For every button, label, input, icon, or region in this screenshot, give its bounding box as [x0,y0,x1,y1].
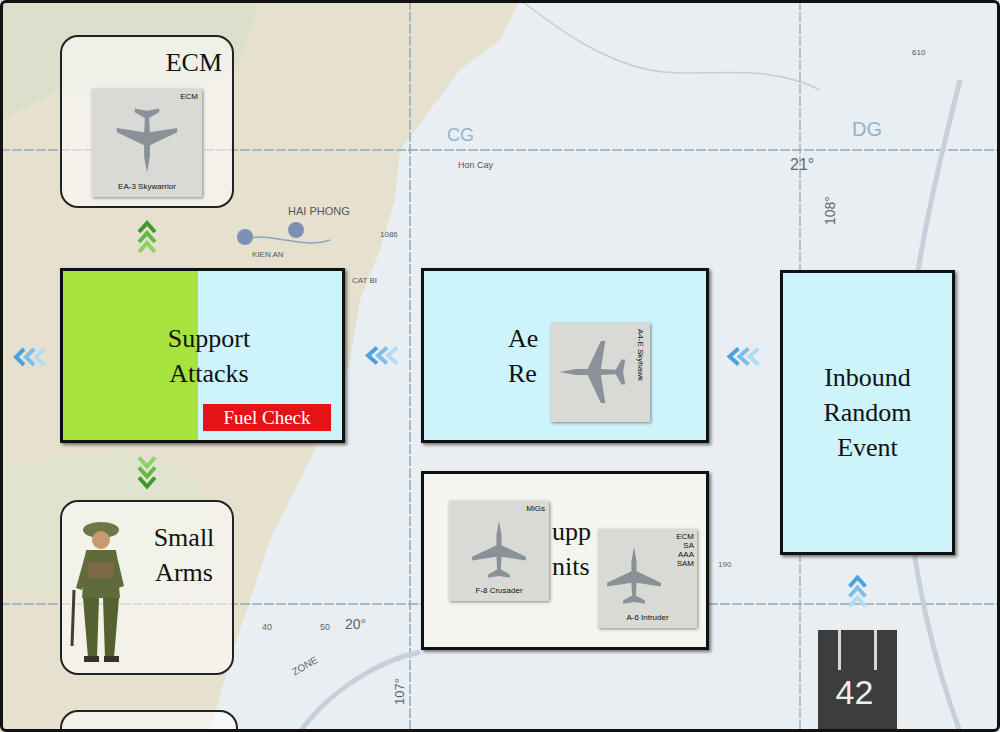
box-title: upp nits [552,514,598,584]
aircraft-picture [467,515,531,583]
marker-tile: 42 [818,630,897,732]
map-label: Hon Cay [458,160,493,170]
map-label: KIEN AN [252,250,284,259]
aircraft-card: ECM EA-3 Skywarrior [92,89,202,197]
map-label: CAT BI [352,276,377,285]
aircraft-card: A4-E Skyhawk [551,323,650,422]
card-tag: MiGs [505,504,545,515]
flow-chevrons [709,349,780,365]
fuel-check-text: Fuel Check [203,404,331,431]
support-box: upp nitsMiGsF-8 CrusaderECM SA AAA SAMA-… [421,471,709,650]
box-title: Small Arms [140,520,228,590]
map-label: CG [447,125,474,146]
map-label: 610 [912,48,925,57]
card-name: EA-3 Skywarrior [94,182,200,193]
map-label: DG [852,118,882,141]
map-label: 107° [392,678,407,705]
aircraft-picture [555,335,629,409]
target-box: Small Arms [60,500,234,675]
panel-fill [838,630,841,670]
coast-line [520,0,820,90]
aircraft-card: ECM SA AAA SAM A-6 Intruder [598,529,697,628]
flow-chevrons [139,443,155,500]
fuel-check-tag: Fuel Check [203,404,331,431]
airfield-symbol [288,222,304,238]
chevron [388,348,397,364]
map-label: ZONE [290,654,320,677]
box-title: ECM [142,45,222,80]
picture [602,541,666,609]
panel-fill [63,271,198,440]
grid-line [409,0,411,732]
step-box: Inbound Random Event [780,270,955,555]
chevron [139,458,155,467]
exit-chevrons [16,349,44,365]
flow-chevrons [139,208,155,268]
card-name: A-6 Intruder [600,613,695,624]
map-label: 20° [345,616,366,632]
chevron [750,349,759,365]
target-box: ECM ECM EA-3 Skywarrior [60,35,234,208]
box-title: Support Attacks [139,321,279,391]
map-label: 50 [320,622,330,632]
picture [68,518,133,668]
box-title: Ae Re [508,321,550,391]
flow-chevrons [345,348,421,364]
aircraft-picture [602,541,666,609]
card-name: F-8 Crusader [451,586,547,597]
airfield-symbol [237,229,253,245]
map-label: 190 [718,560,731,569]
river [240,237,330,243]
picture [555,335,629,409]
map-label: 108° [822,196,838,225]
box-title: Inbound Random Event [805,360,930,465]
map-label: HAI PHONG [288,205,350,217]
map-label: 40 [262,622,272,632]
picture [467,515,531,583]
flow-chevrons [850,555,866,630]
map-label: 21° [790,156,814,174]
aircraft-picture [107,105,187,177]
chevron [850,598,866,607]
marker-number: 42 [818,670,891,716]
card-name: A4-E Skyhawk [634,329,645,417]
card-tag: ECM [158,92,198,103]
partial-box [60,710,238,732]
map-label: 1086 [380,230,398,239]
chevron [139,243,155,252]
soldier-picture [68,518,133,668]
panel-fill [874,630,877,670]
card-tag: ECM SA AAA SAM [670,532,694,568]
step-box: Ae Re A4-E Skyhawk [421,268,709,443]
picture [107,105,187,177]
aircraft-card: MiGsF-8 Crusader [449,501,549,601]
step-box: Support AttacksFuel Check [60,268,345,443]
